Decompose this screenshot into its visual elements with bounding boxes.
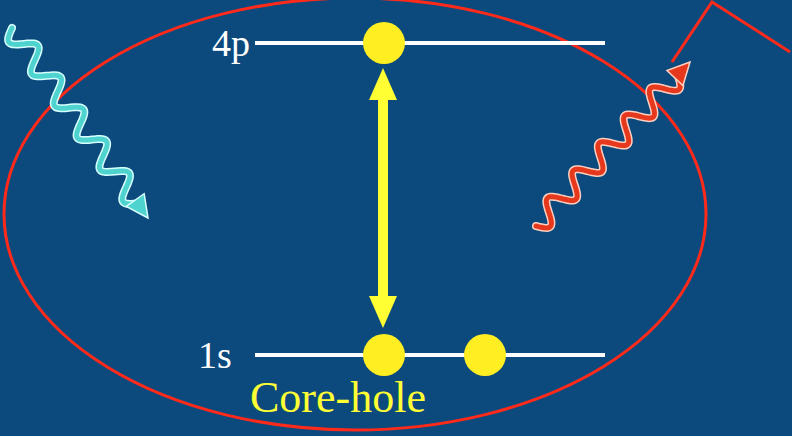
photon-arrowhead bbox=[126, 194, 148, 218]
electron bbox=[363, 22, 405, 64]
electron bbox=[464, 334, 506, 376]
photon-wave bbox=[8, 28, 137, 204]
core-hole-label: Core-hole bbox=[250, 376, 426, 420]
photon-wave bbox=[536, 75, 680, 228]
atom-outline bbox=[4, 0, 706, 430]
level-label: 1s bbox=[198, 336, 232, 374]
photon-wave bbox=[8, 28, 137, 204]
level-line bbox=[255, 41, 605, 45]
electron bbox=[363, 334, 405, 376]
transition-arrow bbox=[378, 95, 388, 300]
arrowhead bbox=[369, 296, 397, 328]
level-line bbox=[255, 353, 605, 357]
outline-tail bbox=[672, 2, 790, 62]
photons bbox=[8, 28, 690, 228]
level-label: 4p bbox=[212, 24, 250, 62]
photon-wave bbox=[536, 75, 680, 228]
photon-arrowhead bbox=[667, 62, 690, 86]
arrowhead bbox=[369, 68, 397, 100]
